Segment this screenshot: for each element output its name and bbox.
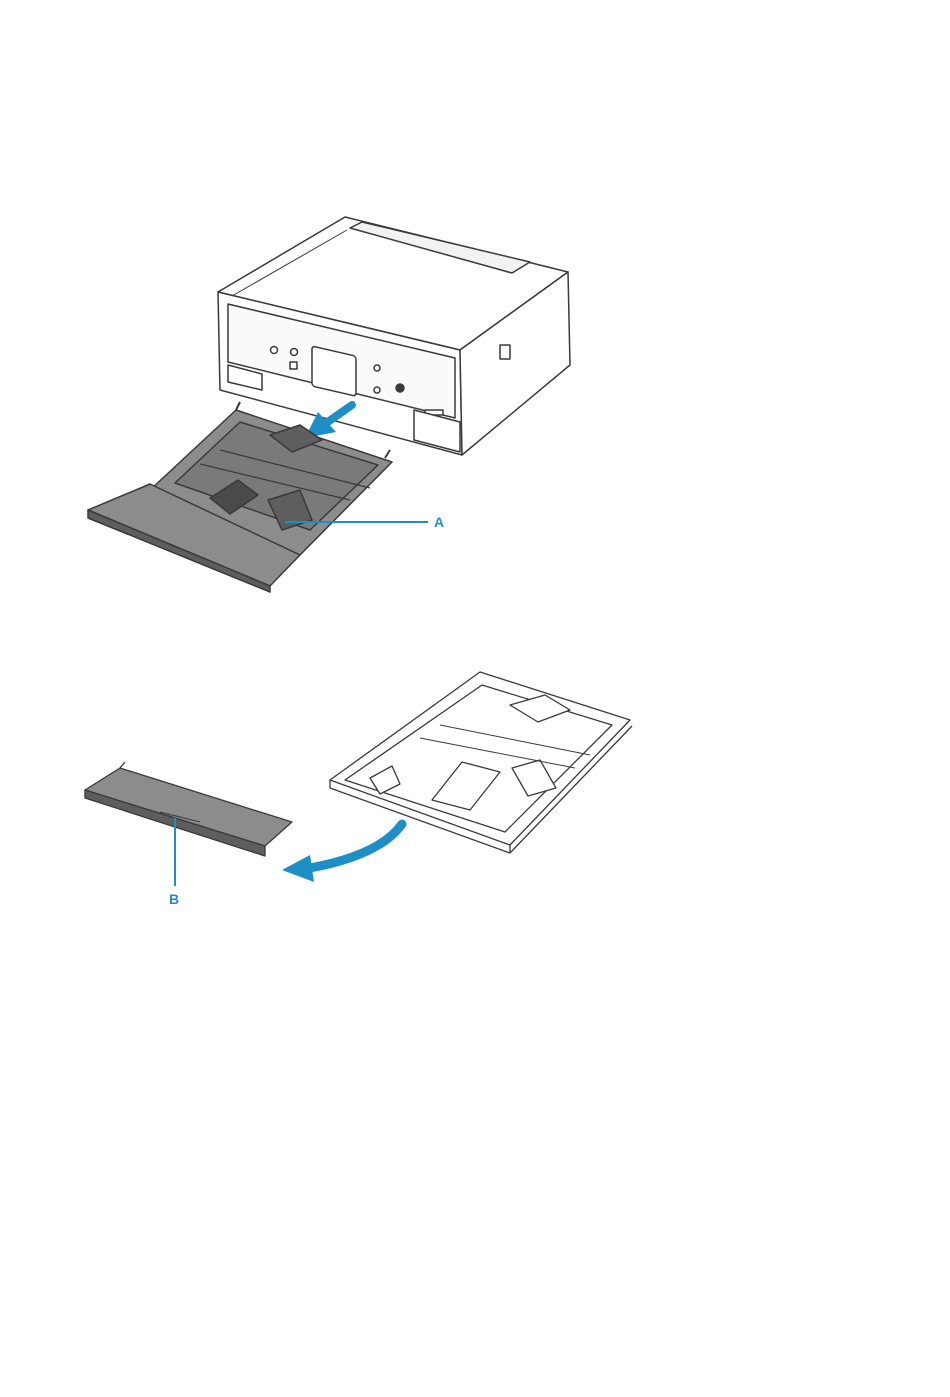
printer [218, 217, 570, 455]
color-start-icon [374, 365, 380, 371]
callout-b: B [169, 818, 179, 907]
step-2-illustration: B [0, 650, 950, 930]
step-1-illustration: A [0, 200, 950, 620]
home-button-icon [291, 349, 298, 356]
cassette-empty [330, 672, 632, 853]
side-port-icon [500, 345, 510, 359]
stop-button-icon [396, 384, 404, 392]
paper-cassette [88, 402, 392, 592]
cassette-cover [85, 762, 292, 856]
cassette-cover-removal: B [0, 650, 950, 930]
power-button-icon [271, 347, 278, 354]
curved-remove-arrow-icon [282, 824, 402, 882]
back-button-icon [290, 362, 297, 369]
black-start-icon [374, 387, 380, 393]
printer-illustration: A [0, 200, 950, 620]
callout-a-label: A [434, 514, 444, 530]
callout-b-label: B [169, 891, 179, 907]
